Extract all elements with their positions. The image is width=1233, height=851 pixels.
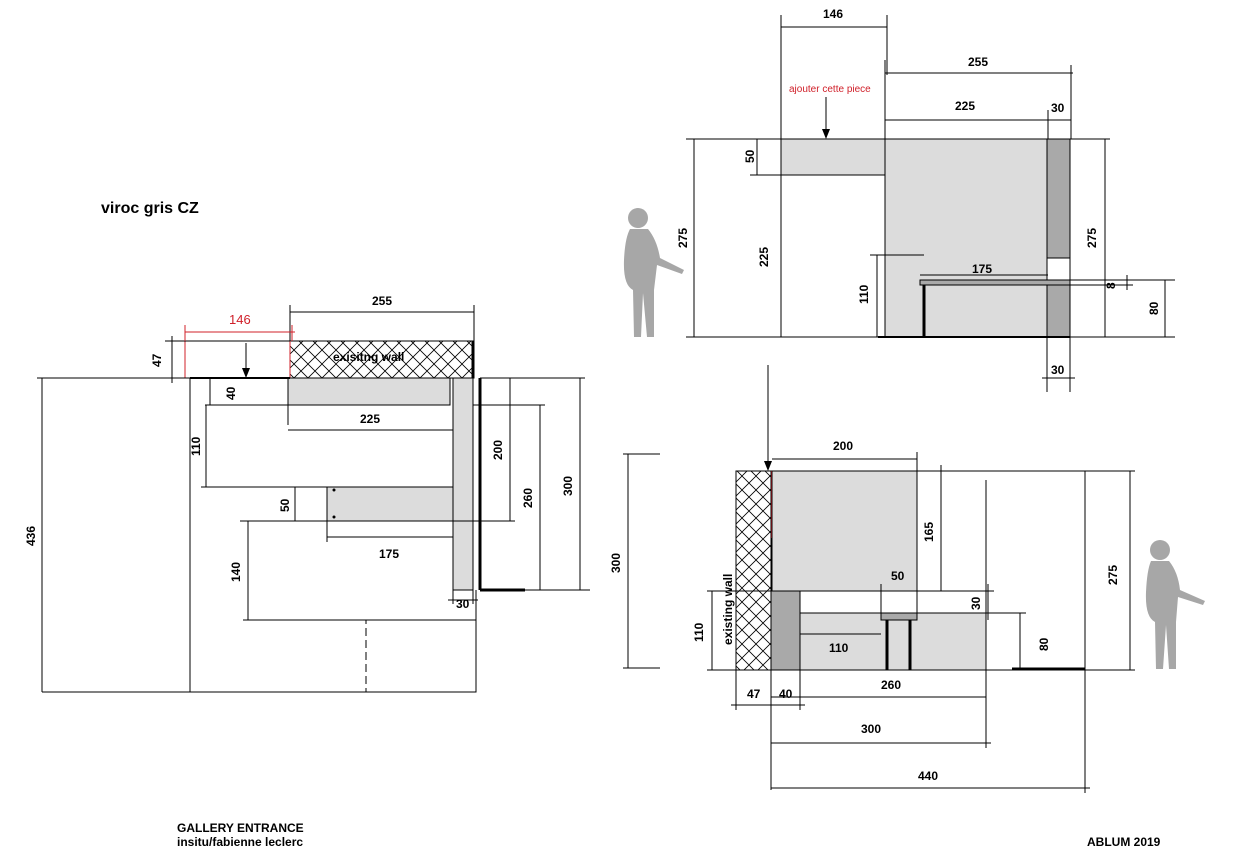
material-label: viroc gris CZ [101, 200, 199, 217]
elev-top-dim-146: 146 [823, 7, 843, 21]
elev-bottom-dim-47: 47 [747, 687, 761, 701]
plan-existing-wall [289, 340, 475, 379]
elev-bottom-dim-50: 50 [891, 569, 905, 583]
elev-top-dim-30b: 30 [1051, 363, 1065, 377]
plan-dim-47: 47 [150, 353, 164, 367]
elev-top-added-piece [780, 138, 888, 176]
elev-bottom-dim-110h: 110 [829, 641, 849, 655]
plan-dim-140: 140 [229, 562, 243, 582]
plan-dim-225: 225 [360, 412, 380, 426]
elev-top-note: ajouter cette piece [789, 84, 871, 95]
plan-dim-146: 146 [229, 312, 251, 327]
elev-bottom-dim-440: 440 [918, 769, 938, 783]
elev-bottom-existing-wall-label: existing wall [721, 574, 735, 645]
project-credit: insitu/fabienne leclerc [177, 835, 303, 849]
plan-existing-wall-label: exisitng wall [333, 350, 404, 364]
elev-bottom-lower-panel [799, 612, 987, 671]
elev-top-dim-255: 255 [968, 55, 988, 69]
elev-top-dim-80: 80 [1147, 301, 1161, 315]
elev-top-wall-panel [1046, 138, 1071, 338]
plan-red-piece [184, 340, 291, 379]
plan-dim-175: 175 [379, 547, 399, 561]
plan-dim-255: 255 [372, 294, 392, 308]
plan-shelf [326, 486, 454, 522]
elev-bottom-dim-300: 300 [861, 722, 881, 736]
elev-top-dim-30: 30 [1051, 101, 1065, 115]
elev-bottom-dim-260: 260 [881, 678, 901, 692]
elevation-bottom: existing wall [692, 365, 1205, 793]
elev-bottom-upper-panel [771, 470, 918, 592]
elev-bottom-dim-40: 40 [779, 687, 793, 701]
elev-bottom-dim-110: 110 [692, 622, 706, 642]
elev-top-main-panel [884, 138, 1049, 338]
plan-dim-40: 40 [224, 386, 238, 400]
project-title: GALLERY ENTRANCE [177, 821, 304, 835]
elev-top-dim-225: 225 [955, 99, 975, 113]
plan-dim-30: 30 [456, 597, 470, 611]
plan-dim-200: 200 [491, 440, 505, 460]
elev-bottom-dim-80: 80 [1037, 637, 1051, 651]
elev-top-dim-275r: 275 [1085, 228, 1099, 248]
elev-bottom-dim-30: 30 [969, 596, 983, 610]
plan-dim-300b: 300 [609, 553, 623, 573]
elev-bottom-dim-165: 165 [922, 522, 936, 542]
elevation-top: ajouter cette piece 146 255 225 30 50 27… [623, 7, 1175, 392]
plan-upper-panel [287, 377, 451, 406]
elev-top-dim-8: 8 [1104, 282, 1118, 289]
elev-bottom-existing-wall [735, 470, 772, 671]
elev-bottom-dim-275: 275 [1106, 565, 1120, 585]
elev-top-shelf [919, 279, 1071, 286]
elev-top-dim-50: 50 [743, 149, 757, 163]
elev-bottom-side-panel [770, 590, 801, 671]
person-figure-top [623, 208, 684, 337]
elev-top-dim-275: 275 [676, 228, 690, 248]
person-figure-bottom [1145, 540, 1205, 669]
studio-label: ABLUM 2019 [1087, 835, 1161, 849]
plan-dim-436: 436 [24, 526, 38, 546]
elev-top-dim-110: 110 [857, 284, 871, 304]
elev-top-dim-225v: 225 [757, 247, 771, 267]
elev-top-dim-175: 175 [972, 262, 992, 276]
plan-dim-50: 50 [278, 498, 292, 512]
plan-dim-110: 110 [189, 436, 203, 456]
plan-dim-300: 300 [561, 476, 575, 496]
elev-bottom-dim-200: 200 [833, 439, 853, 453]
plan-view: exisitng wall [24, 294, 660, 693]
plan-vertical-panel [452, 377, 474, 591]
plan-dim-260: 260 [521, 488, 535, 508]
